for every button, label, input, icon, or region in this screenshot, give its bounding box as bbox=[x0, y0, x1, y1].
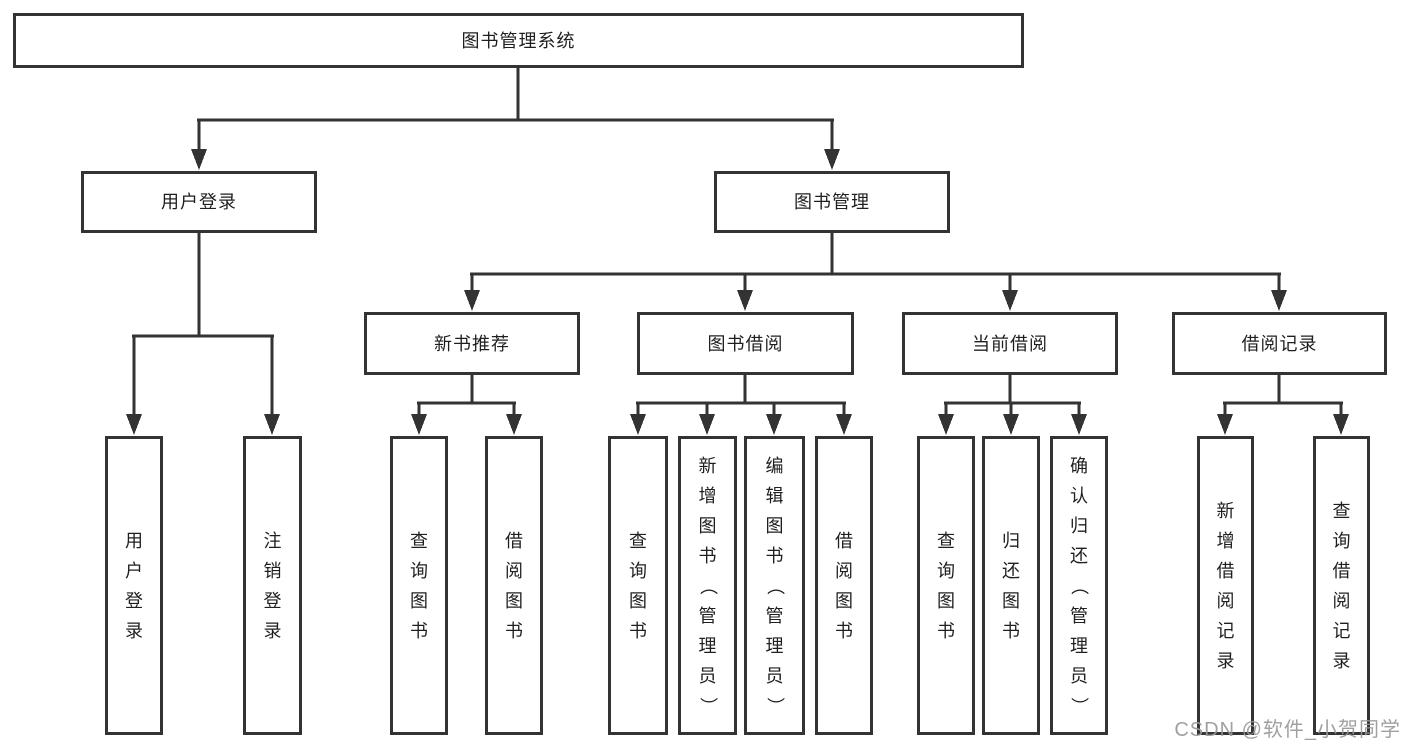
leaf-add-borrow-record: 新增借阅记录 bbox=[1197, 436, 1254, 735]
leaf-query-books-current: 查询图书 bbox=[917, 436, 975, 735]
watermark: CSDN @软件_小贺同学 bbox=[1174, 719, 1401, 741]
leaf-edit-books-admin: 编辑图书（管理员） bbox=[744, 436, 805, 735]
leaf-logout: 注销登录 bbox=[243, 436, 302, 735]
node-new-book-recommend: 新书推荐 bbox=[364, 312, 580, 375]
leaf-borrow-books-recommend: 借阅图书 bbox=[485, 436, 543, 735]
node-user-login: 用户登录 bbox=[81, 171, 317, 233]
leaf-add-books-admin: 新增图书（管理员） bbox=[678, 436, 737, 735]
leaf-return-books: 归还图书 bbox=[982, 436, 1040, 735]
node-borrow-records: 借阅记录 bbox=[1172, 312, 1387, 375]
node-current-borrow: 当前借阅 bbox=[902, 312, 1118, 375]
node-root-system: 图书管理系统 bbox=[13, 13, 1024, 68]
leaf-query-borrow-record: 查询借阅记录 bbox=[1313, 436, 1370, 735]
leaf-query-books-recommend: 查询图书 bbox=[390, 436, 448, 735]
leaf-confirm-return-admin: 确认归还（管理员） bbox=[1050, 436, 1108, 735]
leaf-user-login: 用户登录 bbox=[105, 436, 163, 735]
node-book-management: 图书管理 bbox=[714, 171, 950, 233]
node-book-borrow: 图书借阅 bbox=[637, 312, 854, 375]
leaf-query-books-borrow: 查询图书 bbox=[608, 436, 668, 735]
leaf-borrow-books: 借阅图书 bbox=[815, 436, 873, 735]
